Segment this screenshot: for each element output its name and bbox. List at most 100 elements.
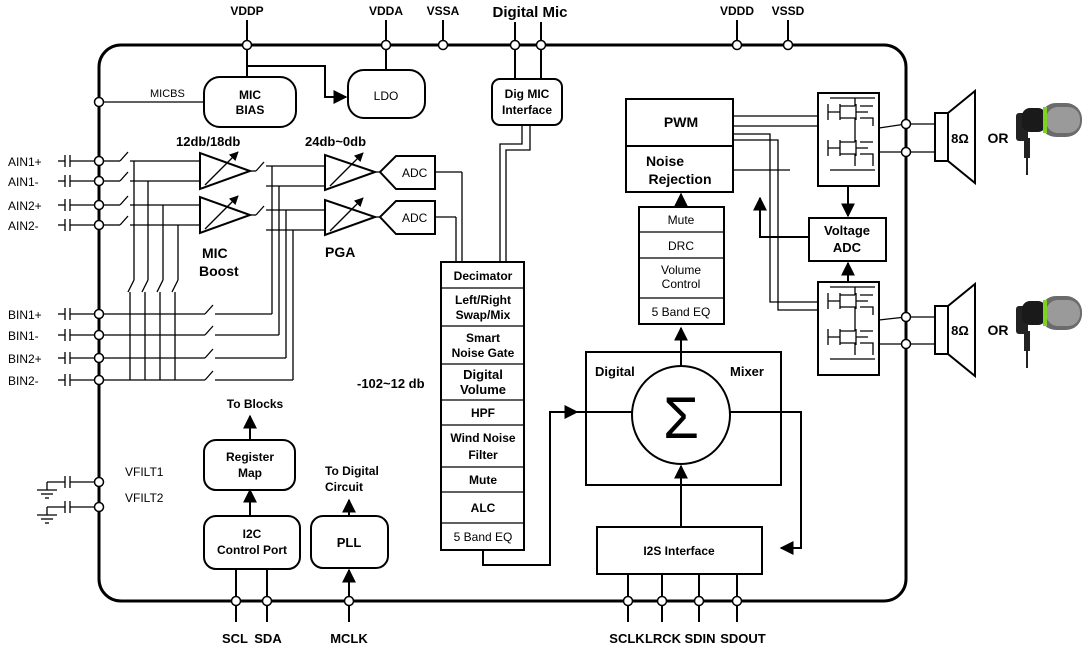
- h-bridge-bottom: [817, 281, 880, 376]
- chain-5band-eq: 5 Band EQ: [454, 530, 513, 544]
- register-map-label-1: Register: [226, 450, 274, 464]
- boost-gain-label: 12db/18db: [176, 134, 240, 149]
- voltage-adc-label-2: ADC: [833, 240, 862, 255]
- pin-ain1p: AIN1+: [8, 155, 42, 169]
- register-map-block: [203, 439, 296, 491]
- pin-bin1p: BIN1+: [8, 308, 42, 322]
- pin-sdin: SDIN: [684, 631, 715, 646]
- speaker-output-pins: [878, 118, 935, 350]
- h-bridge-top: [817, 92, 880, 187]
- micbs-label: MICBS: [150, 88, 185, 100]
- chain-swap-mix-1: Left/Right: [455, 293, 511, 307]
- pin-vssa: VSSA: [427, 4, 460, 18]
- pin-vddp: VDDP: [230, 4, 263, 18]
- pwm-output-lines: [733, 115, 818, 311]
- dig-mic-interface-label-1: Dig MIC: [505, 87, 550, 101]
- noise-rejection-label-2: Rejection: [648, 171, 711, 187]
- i2c-label-1: I2C: [243, 527, 262, 541]
- noise-rejection-label-1: Noise: [646, 153, 684, 169]
- adc-processing-chain: [440, 261, 525, 551]
- chain-noise-gate-2: Noise Gate: [452, 346, 515, 360]
- register-map-label-2: Map: [238, 466, 262, 480]
- pga-gain-label: 24db~0db: [305, 134, 366, 149]
- pga-label: PGA: [325, 244, 355, 260]
- mixer-digital-label: Digital: [595, 364, 635, 379]
- pin-sdout: SDOUT: [720, 631, 766, 646]
- top-pins: [241, 20, 794, 51]
- pin-mclk: MCLK: [330, 631, 368, 646]
- chain-digital-volume-2: Volume: [460, 382, 506, 397]
- dac-processing-chain: [638, 206, 725, 325]
- chain-swap-mix-2: Swap/Mix: [456, 308, 511, 322]
- dac-chain-volume-2: Control: [662, 277, 701, 291]
- speaker-impedance-top: 8Ω: [951, 131, 969, 146]
- pin-bin2p: BIN2+: [8, 352, 42, 366]
- dac-chain-5band-eq: 5 Band EQ: [652, 305, 711, 319]
- sigma-icon: Σ: [663, 386, 699, 451]
- pin-vfilt1: VFILT1: [125, 465, 164, 479]
- pin-bin1m: BIN1-: [8, 329, 39, 343]
- dac-chain-mute: Mute: [668, 213, 695, 227]
- pin-ain1m: AIN1-: [8, 175, 39, 189]
- pin-sda: SDA: [254, 631, 282, 646]
- dig-mic-interface-label-2: Interface: [502, 103, 552, 117]
- pin-vssd: VSSD: [772, 4, 805, 18]
- pin-vfilt2: VFILT2: [125, 491, 164, 505]
- adc-label-1: ADC: [402, 166, 428, 180]
- chip-outline: [97, 43, 908, 603]
- chain-decimator: Decimator: [454, 269, 513, 283]
- dig-mic-interface-block: [491, 78, 563, 126]
- or-label-bottom: OR: [988, 322, 1009, 338]
- i2c-block: [203, 515, 301, 570]
- adc-label-2: ADC: [402, 211, 428, 225]
- chain-mute: Mute: [469, 473, 497, 487]
- i2s-label: I2S Interface: [643, 544, 715, 558]
- to-blocks-label: To Blocks: [227, 397, 284, 411]
- pll-label: PLL: [337, 535, 362, 550]
- mixer-mixer-label: Mixer: [730, 364, 764, 379]
- pwm-label: PWM: [664, 114, 698, 130]
- volume-range-label: -102~12 db: [357, 376, 425, 391]
- mic-boost-label-2: Boost: [199, 263, 239, 279]
- chain-alc: ALC: [471, 501, 496, 515]
- left-input-pins: [58, 155, 105, 386]
- pin-sclk: SCLK: [609, 631, 645, 646]
- pin-scl: SCL: [222, 631, 248, 646]
- i2s-interface-block: [596, 526, 763, 575]
- chain-noise-gate-1: Smart: [466, 331, 500, 345]
- chain-hpf: HPF: [471, 406, 495, 420]
- chain-wind-noise-1: Wind Noise: [450, 431, 516, 445]
- earphone-icon-bottom: [1016, 296, 1082, 368]
- vfilt-pins: [37, 476, 105, 524]
- mic-bias-label-1: MIC: [239, 88, 261, 102]
- dac-chain-drc: DRC: [668, 239, 694, 253]
- chain-digital-volume-1: Digital: [463, 367, 503, 382]
- input-routing: [104, 151, 325, 381]
- speaker-icon-top: [934, 88, 976, 186]
- i2c-label-2: Control Port: [217, 543, 287, 557]
- chain-wind-noise-2: Filter: [468, 448, 498, 462]
- pga-amps: [324, 152, 382, 237]
- mic-boost-amps: [199, 151, 253, 235]
- or-label-top: OR: [988, 130, 1009, 146]
- pin-ain2p: AIN2+: [8, 199, 42, 213]
- mic-boost-label-1: MIC: [202, 245, 228, 261]
- bottom-pins: [230, 595, 743, 622]
- voltage-adc-label-1: Voltage: [824, 223, 870, 238]
- to-digital-label-2: Circuit: [325, 480, 363, 494]
- mic-bias-label-2: BIAS: [236, 103, 265, 117]
- pin-vdda: VDDA: [369, 4, 403, 18]
- pin-bin2m: BIN2-: [8, 374, 39, 388]
- speaker-icon-bottom: [934, 281, 976, 379]
- pin-lrck: LRCK: [645, 631, 682, 646]
- pin-digital-mic: Digital Mic: [492, 4, 567, 21]
- speaker-impedance-bottom: 8Ω: [951, 323, 969, 338]
- dac-chain-volume-1: Volume: [661, 263, 701, 277]
- voltage-adc-block: [808, 217, 887, 262]
